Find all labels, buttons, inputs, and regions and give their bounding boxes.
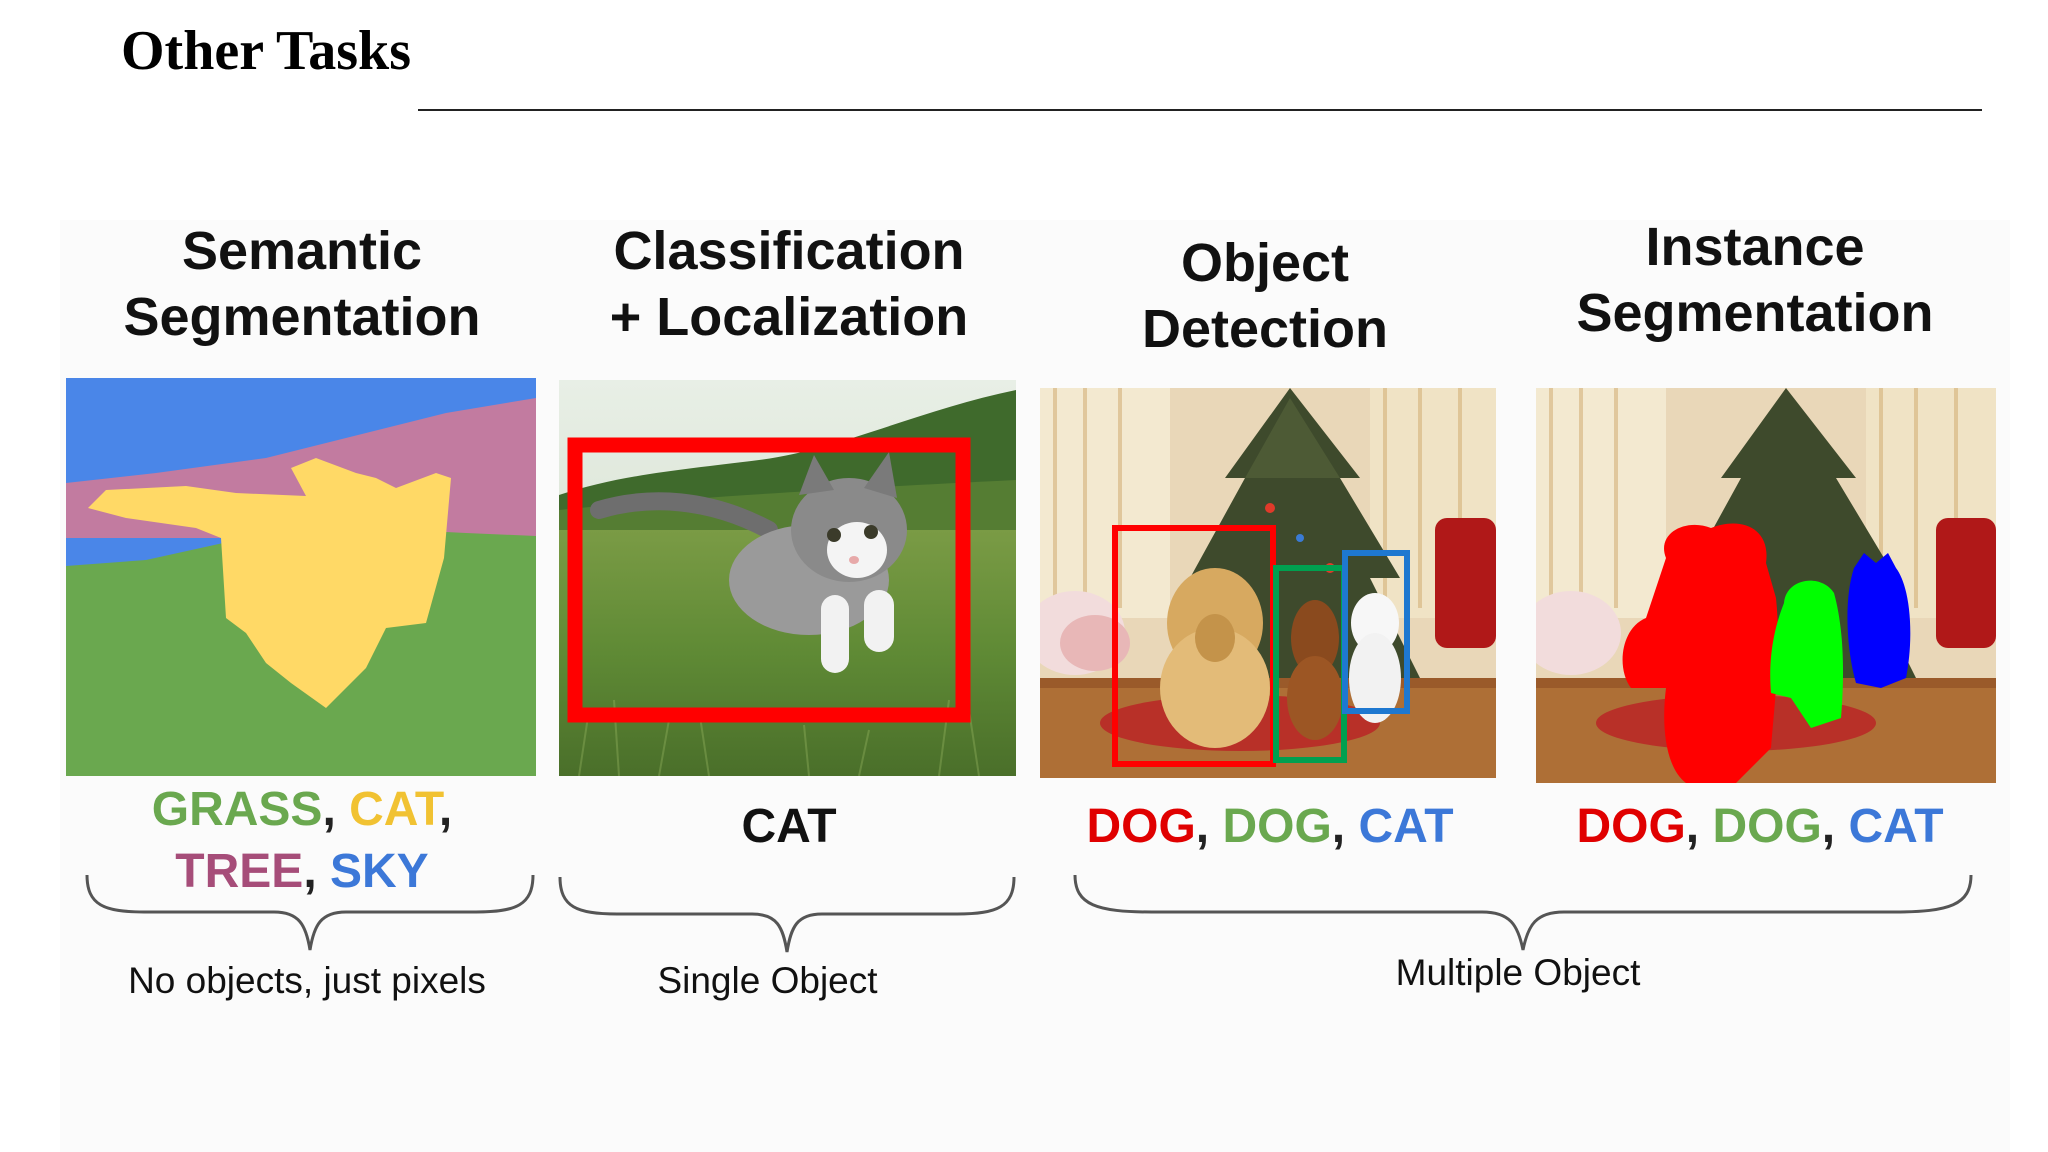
semantic-labels-line-2: TREE, SKY xyxy=(100,842,504,902)
column-title-instance-segmentation: Instance Segmentation xyxy=(1550,214,1960,346)
kitten-photo xyxy=(559,380,1016,776)
column-title-classification-localization: Classification + Localization xyxy=(574,218,1004,350)
label-cat: CAT xyxy=(349,783,439,836)
comma-separator: , xyxy=(1331,800,1359,853)
label-dog-2: DOG xyxy=(1222,800,1332,853)
caption-no-objects: No objects, just pixels xyxy=(128,960,486,1001)
column-title-line: Object xyxy=(1180,233,1350,293)
comma-separator: , xyxy=(438,783,453,836)
cat-mask xyxy=(1847,553,1911,688)
semantic-segmentation-mask-image xyxy=(66,378,536,776)
column-title-line: Semantic xyxy=(181,221,423,281)
column-title-line: Classification xyxy=(613,221,965,281)
instance-segmentation-photo xyxy=(1536,388,1996,783)
comma-separator: , xyxy=(1195,800,1223,853)
instance-labels: DOG, DOG, CAT xyxy=(1550,797,1970,857)
brace-semantic xyxy=(84,870,536,954)
dog-mask-1 xyxy=(1622,523,1779,783)
label-sky: SKY xyxy=(329,845,429,898)
label-cat: CAT xyxy=(1358,800,1454,853)
brace-classification xyxy=(557,872,1017,956)
column-title-line: Segmentation xyxy=(1576,283,1934,343)
caption-multiple-object: Multiple Object xyxy=(1395,952,1641,993)
classification-labels: CAT xyxy=(574,797,1004,857)
label-dog-1: DOG xyxy=(1576,800,1686,853)
caption-single-object: Single Object xyxy=(657,960,878,1001)
comma-separator: , xyxy=(1685,800,1713,853)
localization-bbox xyxy=(567,437,971,723)
slide-title: Other Tasks xyxy=(121,20,411,82)
column-title-line: Instance xyxy=(1645,217,1865,277)
label-cat: CAT xyxy=(741,800,837,853)
comma-separator: , xyxy=(1821,800,1849,853)
column-title-line: Segmentation xyxy=(123,287,481,347)
column-title-object-detection: Object Detection xyxy=(1100,230,1430,362)
label-cat: CAT xyxy=(1848,800,1944,853)
brace-multiple xyxy=(1072,870,1974,954)
semantic-labels-line-1: GRASS, CAT, xyxy=(100,780,504,840)
label-tree: TREE xyxy=(175,845,304,898)
label-dog-1: DOG xyxy=(1086,800,1196,853)
dog-mask-2 xyxy=(1770,580,1844,728)
column-title-semantic-segmentation: Semantic Segmentation xyxy=(100,218,504,350)
label-dog-2: DOG xyxy=(1712,800,1822,853)
object-detection-photo xyxy=(1040,388,1496,778)
detection-labels: DOG, DOG, CAT xyxy=(1060,797,1480,857)
title-divider xyxy=(418,109,1982,111)
column-title-line: + Localization xyxy=(609,287,969,347)
comma-separator: , xyxy=(303,845,330,898)
cat-region xyxy=(88,458,451,708)
comma-separator: , xyxy=(322,783,350,836)
cat-bbox xyxy=(1342,550,1410,714)
label-grass: GRASS xyxy=(151,783,323,836)
column-title-line: Detection xyxy=(1141,299,1389,359)
